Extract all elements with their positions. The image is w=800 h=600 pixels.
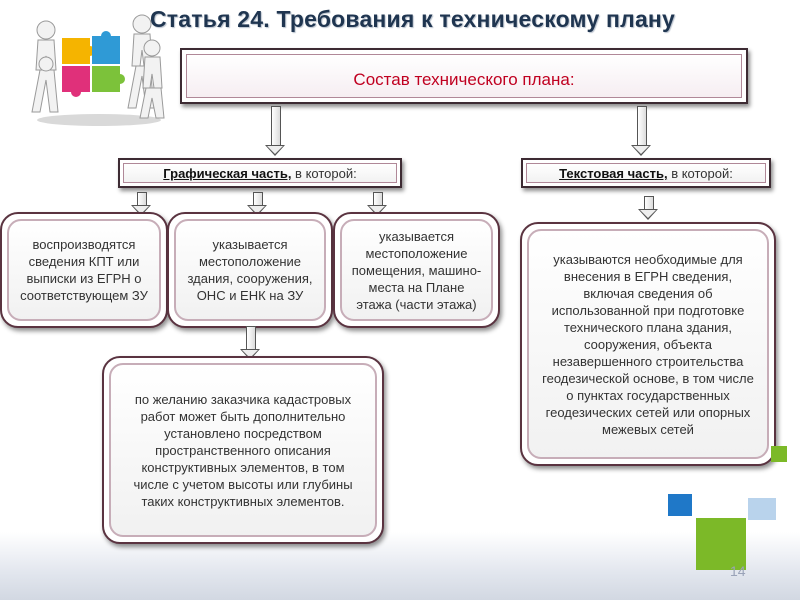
arrow-down-icon (638, 196, 658, 220)
arrow-down-icon (131, 192, 151, 216)
card-premises-location-text: указывается местоположение помещения, ма… (340, 219, 493, 321)
text-section-suffix: в которой: (667, 166, 733, 181)
card-building-location: указывается местоположение здания, соору… (167, 212, 333, 328)
card-structural-elements: по желанию заказчика кадастровых работ м… (102, 356, 384, 544)
arrow-down-icon (240, 326, 260, 360)
card-text-section-info: указываются необходимые для внесения в Е… (520, 222, 776, 466)
text-section-title: Текстовая часть, (559, 166, 668, 181)
text-section-box: Текстовая часть, в которой: (521, 158, 771, 188)
card-kpt-extract-text: воспроизводятся сведения КПТ или выписки… (7, 219, 161, 321)
decorative-square-green-small (771, 446, 787, 462)
main-composition-box: Состав технического плана: (180, 48, 748, 104)
decorative-square-green-large (696, 518, 746, 570)
arrow-down-icon (265, 106, 285, 156)
card-structural-elements-text: по желанию заказчика кадастровых работ м… (109, 363, 377, 537)
arrow-down-icon (247, 192, 267, 216)
graphic-section-title: Графическая часть, (163, 166, 292, 181)
decorative-square-light-blue (748, 498, 776, 520)
puzzle-people-icon (24, 8, 174, 128)
graphic-section-suffix: в которой: (291, 166, 357, 181)
card-text-section-info-text: указываются необходимые для внесения в Е… (527, 229, 769, 459)
graphic-section-label: Графическая часть, в которой: (123, 163, 397, 183)
arrow-down-icon (367, 192, 387, 216)
arrow-down-icon (631, 106, 651, 156)
decorative-square-blue (668, 494, 692, 516)
main-box-title: Состав технического плана: (353, 70, 575, 89)
card-kpt-extract: воспроизводятся сведения КПТ или выписки… (0, 212, 168, 328)
graphic-section-box: Графическая часть, в которой: (118, 158, 402, 188)
card-premises-location: указывается местоположение помещения, ма… (333, 212, 500, 328)
slide-title: Статья 24. Требования к техническому пла… (150, 6, 676, 32)
text-section-label: Текстовая часть, в которой: (526, 163, 766, 183)
page-number: 14 (730, 563, 746, 579)
card-building-location-text: указывается местоположение здания, соору… (174, 219, 326, 321)
main-box-inner: Состав технического плана: (186, 54, 742, 98)
